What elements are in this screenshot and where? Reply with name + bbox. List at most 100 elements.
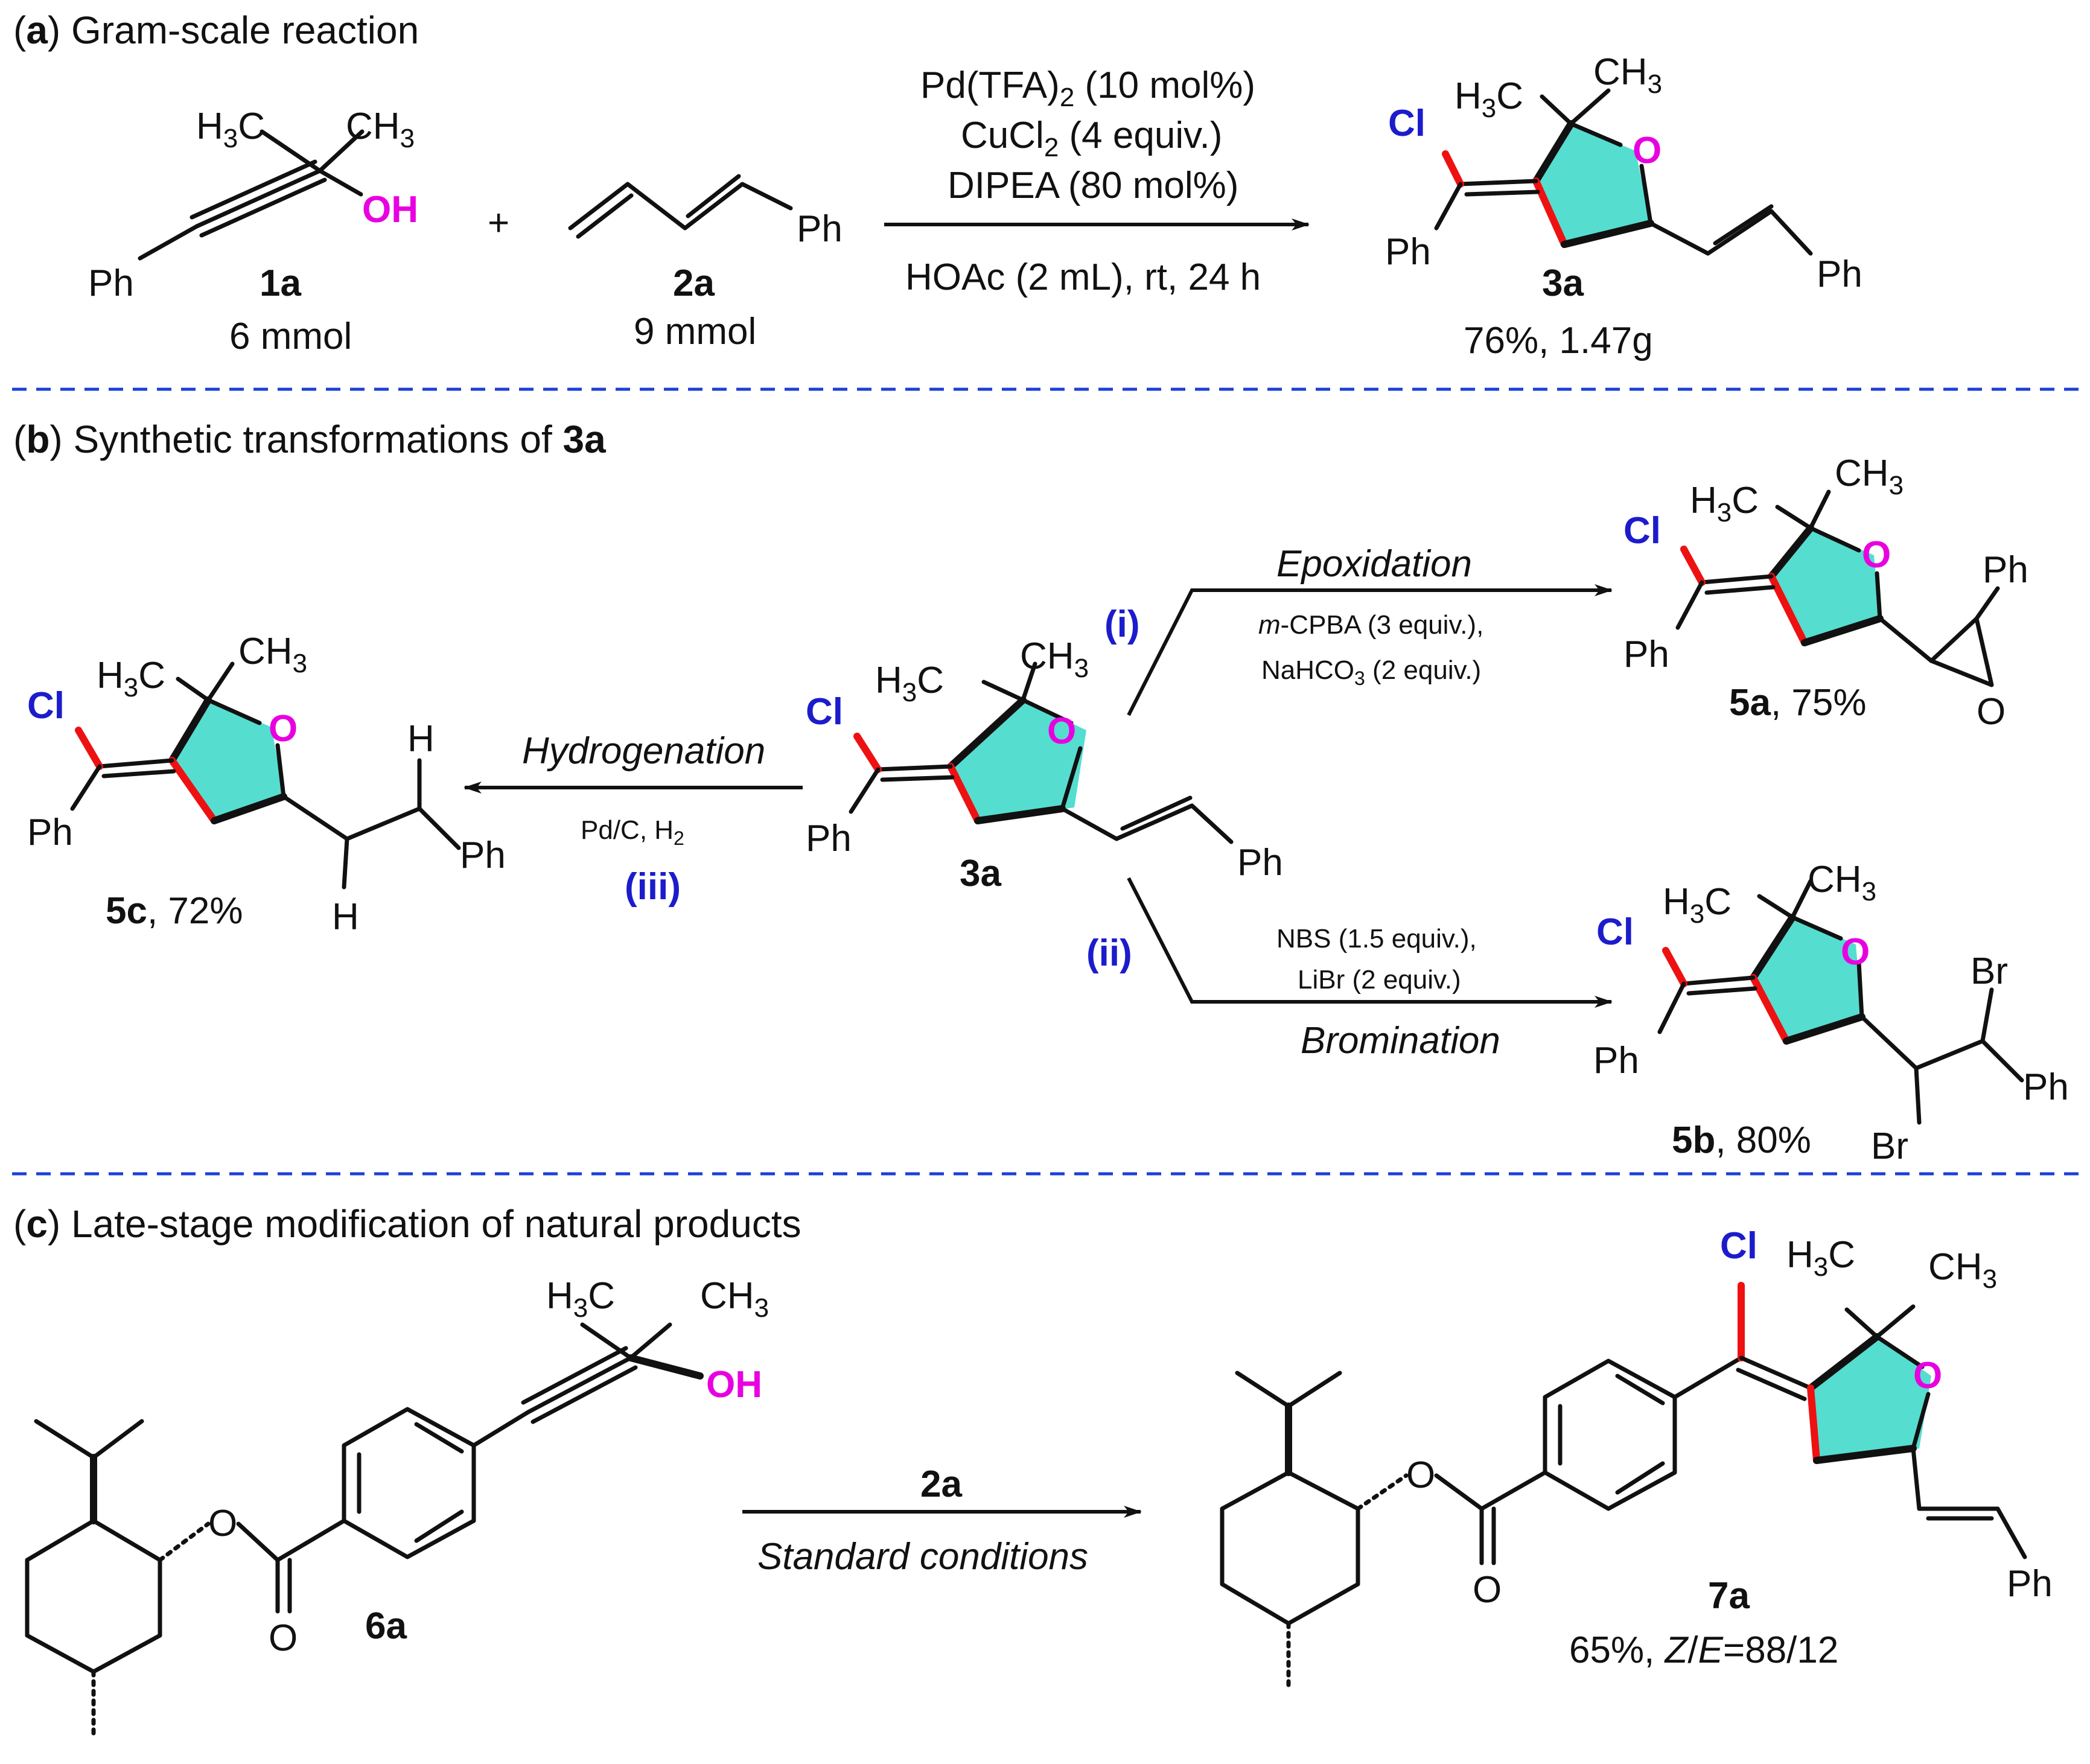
section-c-heading: (c) Late-stage modification of natural p…: [13, 1202, 801, 1246]
3a-center-cl: Cl: [806, 691, 843, 733]
3a-center-ph2: Ph: [1237, 842, 1283, 884]
5b-o: O: [1841, 931, 1870, 973]
section-b: (b) Synthetic transformations of 3a Cl O…: [13, 418, 2069, 1167]
epoxidation-arrow: [1127, 584, 1613, 716]
6a-id: 6a: [365, 1605, 407, 1647]
reagent-2a: 2a: [920, 1463, 962, 1505]
plus-sign: +: [488, 202, 509, 244]
3a-ph-label: Ph: [1385, 231, 1431, 273]
5c-h1: H: [407, 718, 435, 760]
5a-epoxide-o: O: [1977, 691, 2006, 733]
section-a: (a) Gram-scale reaction Ph H3C CH3 OH 1a…: [13, 8, 1862, 361]
5b-br1: Br: [1971, 950, 2008, 992]
3a-center-ch3: CH3: [1020, 635, 1089, 683]
3a-ch3-label: CH3: [1593, 51, 1662, 99]
compound-5b: Cl O Ph Ph Br Br H3C CH3 5b, 80%: [1593, 859, 2069, 1167]
5a-h3c: H3C: [1690, 480, 1759, 527]
condition-base: DIPEA (80 mol%): [948, 165, 1238, 206]
7a-ch3: CH3: [1928, 1246, 1997, 1294]
6a-carbonyl-o: O: [269, 1617, 298, 1659]
3a-center-ph: Ph: [806, 818, 852, 859]
5c-ph2: Ph: [460, 835, 506, 876]
5a-o: O: [1862, 534, 1891, 576]
1a-ch3-label: CH3: [346, 106, 415, 153]
step-iii-label: (iii): [625, 866, 681, 908]
1a-amount: 6 mmol: [229, 316, 352, 357]
5a-caption: 5a, 75%: [1729, 682, 1867, 724]
standard-conditions: Standard conditions: [757, 1536, 1088, 1578]
6a-oh: OH: [706, 1364, 762, 1406]
epoxidation-reagent-1: m-CPBA (3 equiv.),: [1258, 610, 1483, 640]
3a-yield: 76%, 1.47g: [1464, 320, 1653, 361]
5b-caption: 5b, 80%: [1672, 1119, 1811, 1161]
1a-h3c-label: H3C: [196, 106, 265, 153]
5b-br2: Br: [1871, 1126, 1908, 1167]
compound-7a: O O Cl O: [1220, 1225, 2053, 1692]
bromination-reagent-2: LiBr (2 equiv.): [1298, 965, 1461, 995]
7a-ester-o: O: [1406, 1454, 1435, 1496]
5c-o: O: [269, 708, 298, 750]
5b-ph: Ph: [1593, 1040, 1639, 1081]
condition-oxidant: CuCl2 (4 equiv.): [961, 115, 1222, 162]
6a-ch3: CH3: [700, 1275, 769, 1323]
bromination-reagent-1: NBS (1.5 equiv.),: [1276, 924, 1477, 954]
7a-id: 7a: [1708, 1575, 1750, 1617]
2a-amount: 9 mmol: [634, 311, 756, 352]
step-ii-label: (ii): [1086, 932, 1132, 974]
5a-ch3: CH3: [1835, 453, 1904, 500]
5c-ph: Ph: [27, 812, 73, 853]
1a-oh-label: OH: [362, 189, 418, 231]
2a-id: 2a: [673, 263, 715, 304]
3a-o-label: O: [1633, 130, 1661, 171]
5c-cl: Cl: [27, 685, 65, 727]
7a-yield: 65%, Z/E=88/12: [1569, 1629, 1838, 1671]
3a-cl-label: Cl: [1388, 103, 1426, 144]
6a-h3c: H3C: [546, 1275, 615, 1323]
5c-h2: H: [332, 896, 359, 938]
section-c: (c) Late-stage modification of natural p…: [13, 1202, 2053, 1740]
1a-ph-label: Ph: [88, 263, 134, 304]
3a-h3c-label: H3C: [1454, 75, 1523, 123]
5a-ph: Ph: [1623, 634, 1669, 675]
3a-ph2-label: Ph: [1817, 253, 1862, 295]
5b-ch3: CH3: [1808, 859, 1876, 906]
compound-5a: Cl O Ph Ph O H3C CH3 5a, 75%: [1623, 453, 2028, 733]
bromination-arrow: [1127, 877, 1613, 1008]
compound-2a: Ph 2a 9 mmol: [568, 174, 843, 352]
5c-ch3: CH3: [238, 631, 307, 678]
7a-h3c: H3C: [1786, 1234, 1855, 1282]
7a-o: O: [1913, 1355, 1942, 1396]
compound-6a: O O OH H3C CH3 6a: [25, 1275, 769, 1740]
1a-id: 1a: [260, 263, 301, 304]
compound-1a: Ph H3C CH3 OH 1a 6 mmol: [88, 106, 418, 357]
bromination-label: Bromination: [1301, 1020, 1500, 1062]
compound-3a-center: Cl O Ph Ph H3C CH3 3a: [806, 635, 1283, 894]
7a-cl: Cl: [1720, 1225, 1757, 1267]
2a-ph-label: Ph: [797, 208, 843, 250]
7a-ph: Ph: [2007, 1563, 2053, 1605]
5b-cl: Cl: [1596, 911, 1634, 953]
compound-5c: Cl O Ph Ph H H H3C CH3 5c, 72%: [27, 631, 506, 938]
3a-center-id: 3a: [960, 853, 1001, 894]
epoxidation-reagent-2: NaHCO3 (2 equiv.): [1261, 655, 1481, 689]
condition-catalyst: Pd(TFA)2 (10 mol%): [920, 65, 1255, 112]
5a-ph2: Ph: [1983, 549, 2028, 591]
5b-h3c: H3C: [1663, 881, 1732, 929]
step-i-label: (i): [1104, 603, 1140, 645]
section-b-heading: (b) Synthetic transformations of 3a: [13, 418, 606, 461]
5b-ph2: Ph: [2023, 1066, 2069, 1108]
6a-ester-o: O: [208, 1503, 237, 1544]
7a-carbonyl-o: O: [1473, 1569, 1502, 1611]
5a-cl: Cl: [1623, 510, 1661, 552]
condition-solvent: HOAc (2 mL), rt, 24 h: [905, 256, 1261, 298]
3a-center-o: O: [1047, 710, 1076, 752]
epoxidation-label: Epoxidation: [1276, 543, 1472, 585]
hydrogenation-label: Hydrogenation: [522, 730, 765, 772]
3a-id: 3a: [1542, 263, 1584, 304]
3a-center-h3c: H3C: [875, 660, 944, 707]
section-a-heading: (a) Gram-scale reaction: [13, 8, 419, 52]
compound-3a-product: Cl O Ph Ph H3C CH3 3a 76%, 1.47g: [1385, 51, 1862, 361]
hydrogenation-reagent: Pd/C, H2: [581, 815, 684, 849]
5c-h3c: H3C: [97, 655, 165, 702]
